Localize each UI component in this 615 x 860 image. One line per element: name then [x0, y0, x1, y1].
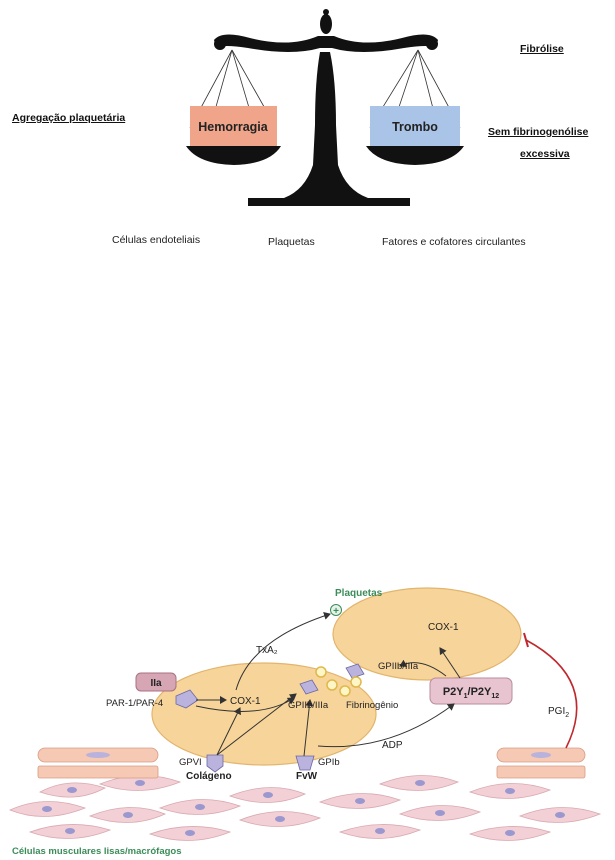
- label-excessiva: excessiva: [520, 148, 570, 160]
- gp2b3a-lower-receptor: [299, 679, 319, 695]
- p2y-receptor: [429, 677, 513, 705]
- arrow-gpvi-gp: [216, 693, 297, 756]
- plus-circle: [330, 604, 342, 616]
- right-pan-label: Trombo: [392, 120, 438, 134]
- endothelium-right: [496, 747, 586, 779]
- par-receptor: [175, 689, 199, 709]
- label-celulas-endoteliais: Células endoteliais: [112, 234, 201, 246]
- balance-scale: Hemorragia Trombo: [186, 9, 464, 206]
- endothelium-left: [37, 747, 159, 779]
- smooth-muscle-label: Células musculares lisas/macrófagos: [12, 846, 182, 857]
- label-agregacao: Agregação plaquetária: [12, 112, 126, 124]
- colageno-label: Colágeno: [186, 771, 232, 782]
- scale-finial: [320, 14, 332, 34]
- arrow-gpvi-cox: [216, 707, 241, 756]
- left-pan-bowl: [186, 146, 281, 165]
- label-fibrolise: Fibrólise: [520, 43, 564, 55]
- label-sem-fibrinogenolise: Sem fibrinogenólise: [488, 126, 589, 138]
- fibrinogen-chain: [315, 666, 362, 697]
- pgi2-inhibition: [525, 639, 578, 749]
- pgi2-label: PGI2: [548, 706, 569, 719]
- arrows: [195, 612, 461, 757]
- fibrinogen-label: Fibrinogênio: [346, 700, 398, 711]
- plaquetas-label: Plaquetas: [335, 588, 383, 599]
- gpvi-receptor: [206, 754, 224, 773]
- left-pan-box: [190, 106, 277, 146]
- arrow-p2y-cox: [439, 647, 461, 679]
- right-pan-box: [370, 106, 460, 146]
- lower-platelet: [151, 662, 377, 766]
- iia-box: [135, 672, 177, 692]
- adp-label: ADP: [382, 740, 403, 751]
- cox1-lower-label: COX-1: [230, 696, 261, 707]
- gpib-receptor: [295, 755, 315, 771]
- gp2b3a-upper-receptor: [345, 663, 365, 679]
- platelet-diagram: P2Y1/P2Y12 IIa + Plaquetas PGI2 TxA₂ COX…: [8, 587, 602, 857]
- label-fatores: Fatores e cofatores circulantes: [382, 236, 526, 248]
- iia-label: IIa: [150, 678, 162, 689]
- arrow-adp: [317, 703, 455, 748]
- label-plaquetas-bottom: Plaquetas: [268, 236, 315, 248]
- left-pan-label: Hemorragia: [198, 120, 269, 134]
- pgi2-inhibition-bar: [523, 632, 529, 648]
- gpvi-label: GPVI: [179, 757, 202, 768]
- par-label: PAR-1/PAR-4: [106, 698, 163, 709]
- scale-beam: [214, 34, 438, 52]
- arrow-txa2: [235, 612, 331, 691]
- plus-symbol: +: [333, 606, 339, 617]
- upper-platelet: [332, 587, 522, 681]
- fvw-label: FvW: [296, 771, 318, 782]
- arrow-gpib-gp: [303, 699, 314, 757]
- cox1-upper-label: COX-1: [428, 622, 459, 633]
- scale-base: [248, 52, 410, 206]
- txa2-label: TxA₂: [256, 645, 278, 656]
- gp2b3a-lower-label: GPIIb/IIIa: [288, 700, 329, 711]
- p2y-label: P2Y1/P2Y12: [443, 686, 499, 700]
- cell-nuclei: [42, 780, 565, 836]
- arrow-par-gp: [195, 697, 295, 712]
- right-pan-bowl: [366, 146, 464, 165]
- arrow-p2y-gp: [399, 659, 447, 677]
- gp2b3a-upper-label: GPIIb/IIIa: [378, 661, 419, 672]
- gpib-label: GPIb: [318, 757, 340, 768]
